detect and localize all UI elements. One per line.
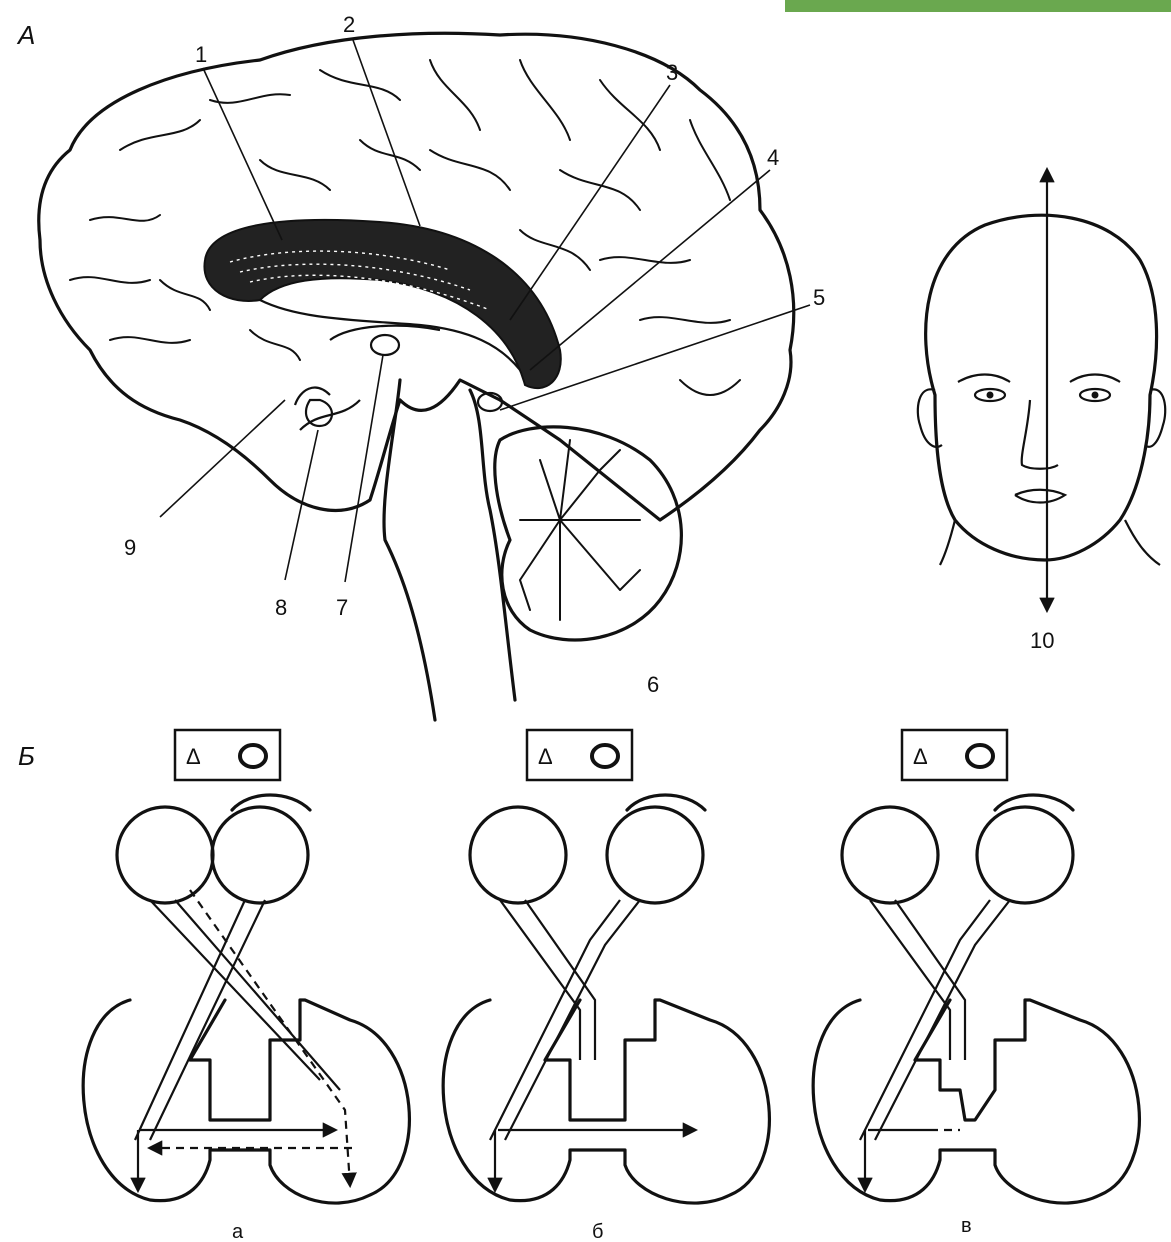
label-5: 5 [813, 285, 825, 310]
subpanel-label-a: а [232, 1221, 244, 1242]
brain-sagittal-drawing [39, 33, 794, 720]
label-8: 8 [275, 595, 287, 620]
corner-accent-bar [785, 0, 1171, 12]
split-brain-diagram-c: Δ в [813, 730, 1139, 1237]
label-2: 2 [343, 12, 355, 37]
stimulus-triangle: Δ [186, 744, 201, 769]
corpus-callosum [204, 220, 560, 388]
cerebellum [495, 427, 682, 640]
label-3: 3 [666, 60, 678, 85]
head-front-view [918, 170, 1165, 610]
subpanel-label-c: в [961, 1215, 972, 1237]
panel-b-letter: Б [18, 741, 35, 771]
split-brain-diagram-a: Δ а [83, 730, 409, 1242]
label-4: 4 [767, 145, 779, 170]
panel-a-letter: А [16, 20, 35, 50]
label-7: 7 [336, 595, 348, 620]
brainstem [384, 380, 515, 720]
split-brain-diagram-b: Δ б [443, 730, 769, 1242]
stimulus-triangle: Δ [913, 744, 928, 769]
stimulus-triangle: Δ [538, 744, 553, 769]
label-6: 6 [647, 672, 659, 697]
label-9: 9 [124, 535, 136, 560]
subpanel-label-b: б [592, 1221, 603, 1242]
label-10: 10 [1030, 628, 1054, 653]
label-1: 1 [195, 42, 207, 67]
